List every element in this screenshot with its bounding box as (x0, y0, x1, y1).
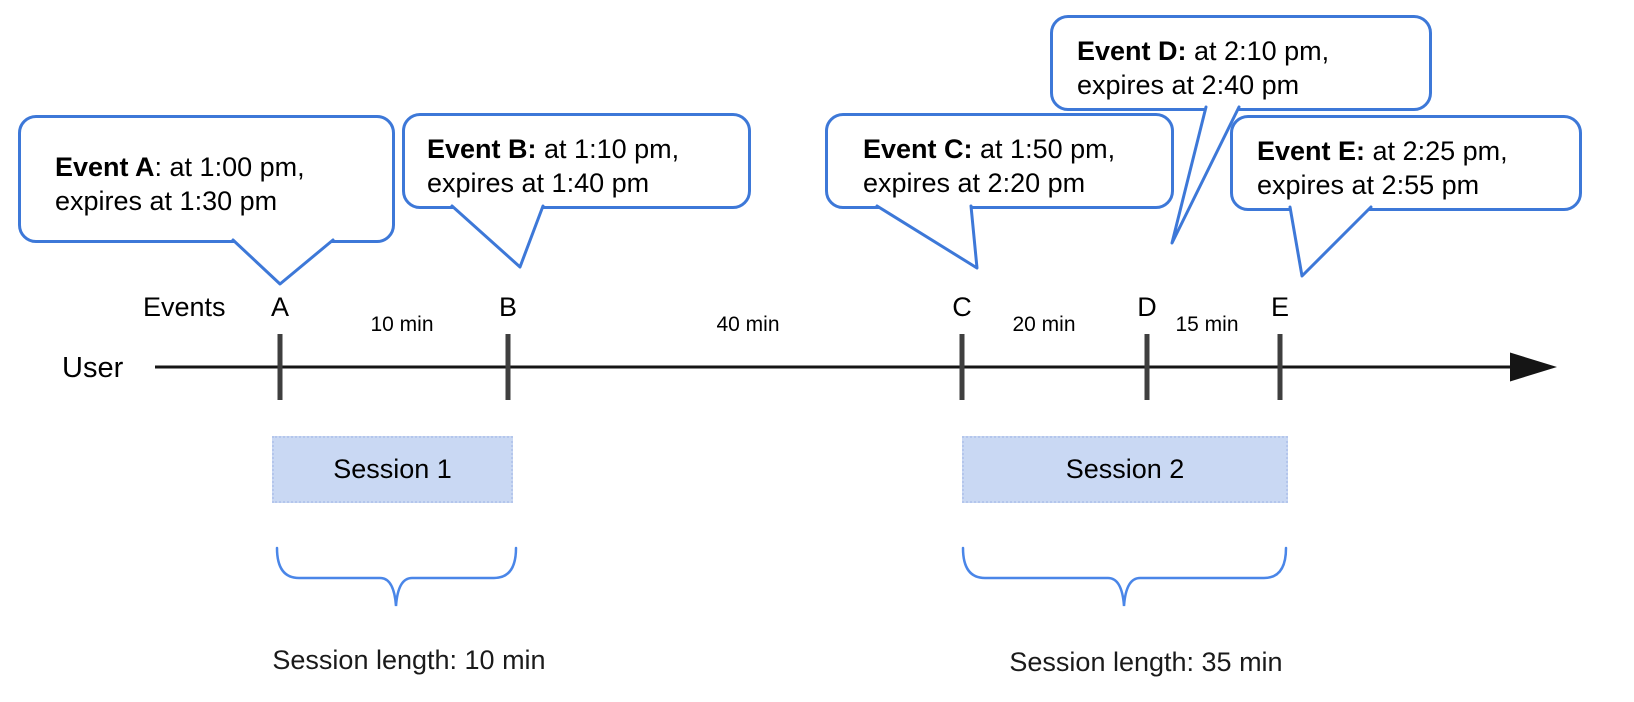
callout-tail-d (1170, 105, 1241, 245)
session-2-brace (961, 546, 1288, 607)
callout-event-name: Event C: (863, 134, 973, 164)
timeline-arrow-head-icon (1510, 352, 1557, 382)
event-label-c: C (952, 292, 972, 322)
session-1-label: Session 1 (333, 454, 452, 484)
callout-event-c: Event C: at 1:50 pm, expires at 2:20 pm (825, 113, 1174, 209)
callout-line-2: expires at 1:40 pm (427, 168, 650, 198)
callout-line-1: Event E: at 2:25 pm, (1257, 136, 1508, 166)
session-1-brace (275, 546, 518, 607)
callout-tail-c (875, 204, 979, 270)
callout-line-2: expires at 2:55 pm (1257, 170, 1480, 200)
session-2-box: Session 2 (962, 436, 1288, 503)
session-1-box: Session 1 (272, 436, 513, 503)
callout-event-a: Event A: at 1:00 pm, expires at 1:30 pm (18, 115, 395, 243)
callout-line-1: Event B: at 1:10 pm, (427, 134, 680, 164)
interval-label-b-c: 40 min (716, 313, 780, 336)
interval-label-a-b: 10 min (370, 313, 434, 336)
callout-event-d: Event D: at 2:10 pm, expires at 2:40 pm (1050, 15, 1432, 111)
callout-line-2: expires at 2:40 pm (1077, 70, 1300, 100)
callout-event-name: Event B: (427, 134, 537, 164)
event-label-e: E (1270, 292, 1289, 322)
callout-line-1: Event A: at 1:00 pm, (55, 152, 305, 182)
event-label-b: B (498, 292, 517, 322)
callout-tail-e (1288, 205, 1373, 278)
callout-line-2: expires at 1:30 pm (55, 186, 278, 216)
interval-label-c-d: 20 min (1012, 313, 1076, 336)
callout-event-name: Event A (55, 152, 155, 182)
callout-event-e: Event E: at 2:25 pm, expires at 2:55 pm (1230, 115, 1582, 211)
callout-tail-a (231, 238, 335, 286)
callout-line-1: Event D: at 2:10 pm, (1077, 36, 1330, 66)
callout-event-b: Event B: at 1:10 pm, expires at 1:40 pm (402, 113, 751, 209)
events-axis-label: Events (143, 292, 226, 322)
event-label-d: D (1137, 292, 1157, 322)
session-1-length-label: Session length: 10 min (272, 645, 546, 675)
callout-tail-b (450, 204, 545, 269)
interval-label-d-e: 15 min (1175, 313, 1239, 336)
user-axis-label: User (62, 352, 124, 384)
callout-event-name: Event D: (1077, 36, 1187, 66)
session-2-label: Session 2 (1065, 454, 1185, 484)
callout-event-name: Event E: (1257, 136, 1366, 166)
session-2-length-label: Session length: 35 min (1009, 647, 1283, 677)
callout-line-2: expires at 2:20 pm (863, 168, 1086, 198)
callout-line-1: Event C: at 1:50 pm, (863, 134, 1116, 164)
event-label-a: A (270, 292, 289, 322)
